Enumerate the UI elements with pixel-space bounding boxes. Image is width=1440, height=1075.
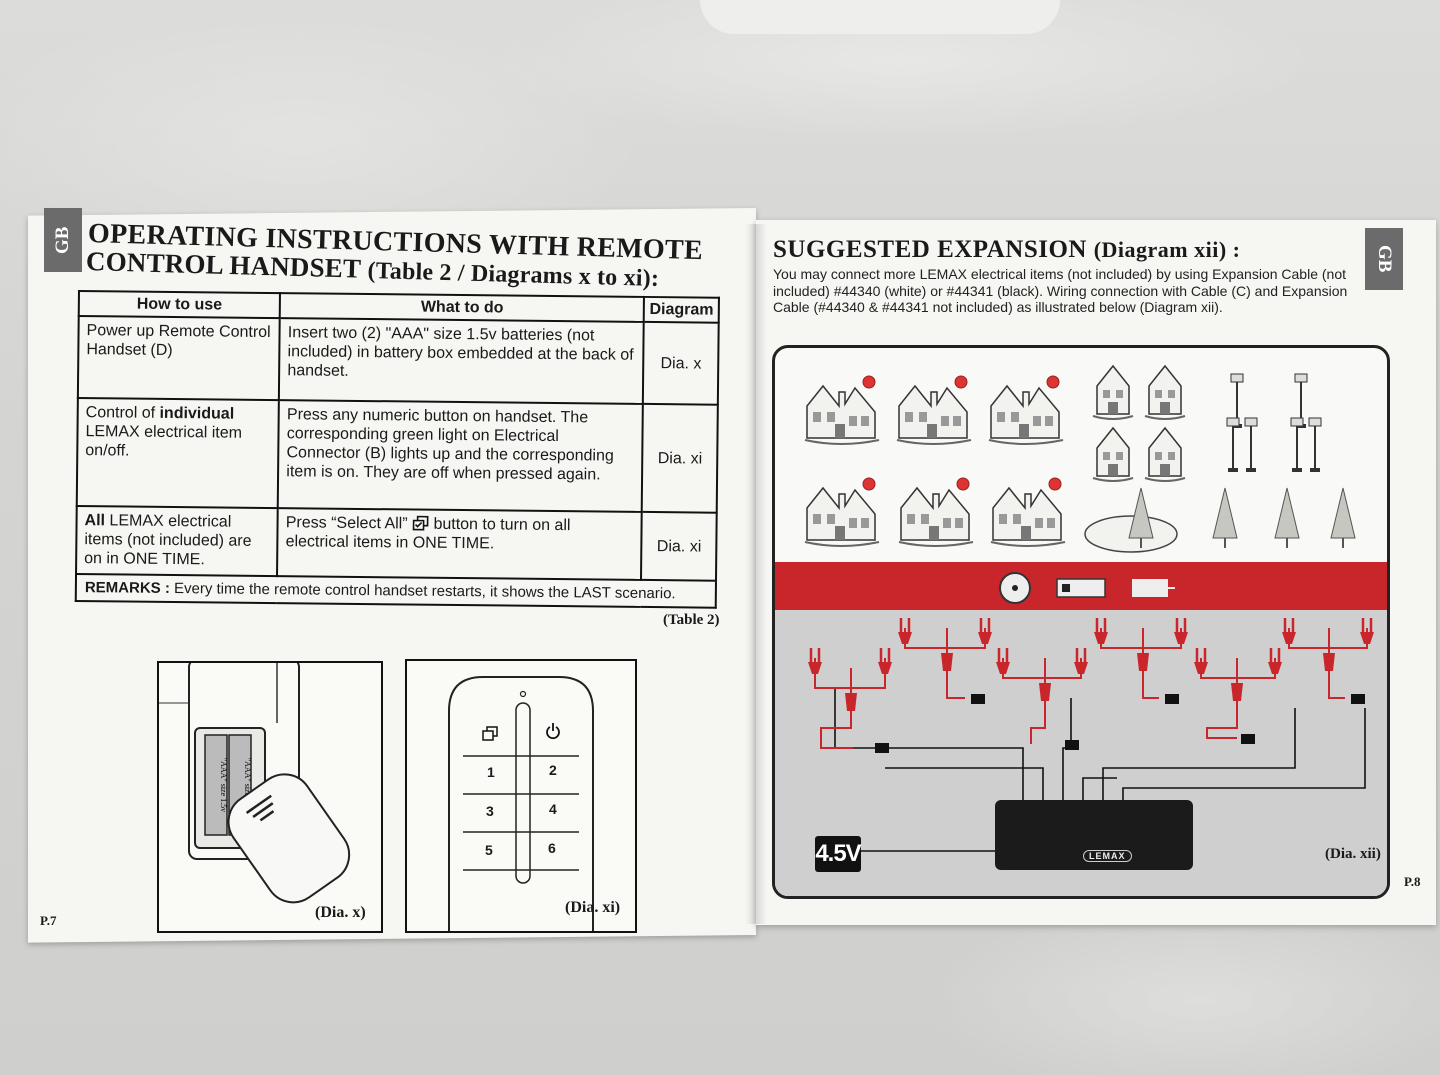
remarks-row: REMARKS : Every time the remote control … xyxy=(75,573,716,608)
cable-splitter xyxy=(1039,683,1051,701)
voltage-badge: 4.5V xyxy=(815,836,862,872)
christmas-tree xyxy=(1212,487,1238,549)
cable-splitter xyxy=(941,653,953,671)
cell-what: Insert two (2) "AAA" size 1.5v batteries… xyxy=(279,318,645,404)
wiring-lines xyxy=(834,688,1366,852)
village-small-house xyxy=(1144,427,1186,482)
gb-side-tab-left: GB xyxy=(44,208,82,272)
power-icon xyxy=(546,723,560,740)
cable-splitter xyxy=(1231,683,1243,701)
cell-how: Control of individual LEMAX electrical i… xyxy=(76,398,280,509)
battery-cover xyxy=(227,773,351,904)
expansion-drawing xyxy=(804,365,1376,852)
page-number-right: P.8 xyxy=(1404,874,1421,889)
electrical-connector-hub xyxy=(995,800,1193,870)
select-all-icon xyxy=(412,515,428,531)
connector-icon xyxy=(1056,578,1106,598)
right-heading-suffix: (Diagram xii) : xyxy=(1093,237,1241,262)
operations-table: How to use What to do Diagram Power up R… xyxy=(75,290,720,609)
diagram-xi: 1 2 3 4 5 6 (Dia. xi) xyxy=(405,659,637,933)
expansion-intro: You may connect more LEMAX electrical it… xyxy=(773,266,1348,315)
table-row: All LEMAX electrical items (not included… xyxy=(76,505,717,581)
cable-splitter xyxy=(1137,653,1149,671)
right-heading-main: SUGGESTED EXPANSION xyxy=(773,236,1087,263)
table-row: Control of individual LEMAX electrical i… xyxy=(76,398,718,513)
remote-front-drawing xyxy=(448,676,594,931)
village-house xyxy=(804,375,880,445)
battery-label-1: "AAA" size 1.5v xyxy=(219,758,228,812)
key-6[interactable]: 6 xyxy=(548,840,556,856)
table-caption: (Table 2) xyxy=(663,612,720,628)
cell-how-post: LEMAX electrical item on/off. xyxy=(85,423,243,460)
cell-how-post: LEMAX electrical items (not included) ar… xyxy=(84,512,252,569)
cell-dia: Dia. xi xyxy=(642,403,718,513)
remarks-label: REMARKS : xyxy=(84,579,170,597)
gb-side-tab-right: GB xyxy=(1365,228,1403,290)
cell-what-pre: Press “Select All” xyxy=(285,514,413,533)
col-header-diagram: Diagram xyxy=(644,296,719,323)
black-plugs xyxy=(875,694,1365,753)
remarks-cell: REMARKS : Every time the remote control … xyxy=(75,573,716,608)
cell-what: Press any numeric button on handset. The… xyxy=(277,400,644,512)
dia-x-caption: (Dia. x) xyxy=(315,904,366,921)
village-house xyxy=(896,375,972,445)
background-object xyxy=(700,0,1060,34)
village-small-house xyxy=(1144,365,1186,420)
book-gutter xyxy=(745,224,767,924)
expansion-cables xyxy=(814,628,1368,749)
right-heading: SUGGESTED EXPANSION (Diagram xii) : xyxy=(773,236,1241,264)
diagram-x: "AAA" size 1.5v "AAA" size 1.5v (Dia. x) xyxy=(157,661,383,933)
cell-how: All LEMAX electrical items (not included… xyxy=(76,505,278,577)
village-house xyxy=(988,375,1064,445)
cell-how-bold: All xyxy=(84,512,106,530)
dia-xii-caption: (Dia. xii) xyxy=(1325,846,1381,862)
cell-what: Press “Select All” button to turn on all… xyxy=(277,508,643,580)
cell-how-pre: Control of xyxy=(85,404,160,422)
street-lamp xyxy=(1290,417,1304,473)
street-lamp xyxy=(1226,417,1240,473)
col-header-what: What to do xyxy=(279,293,645,322)
cell-dia: Dia. xi xyxy=(641,511,717,581)
select-all-icon xyxy=(482,726,498,741)
key-2[interactable]: 2 xyxy=(549,762,557,778)
cell-dia: Dia. x xyxy=(643,321,719,405)
cable-splitter xyxy=(845,693,857,711)
hub-logo: LEMAX xyxy=(1083,850,1132,862)
village-small-house xyxy=(1092,427,1134,482)
diagram-xii: 4.5V LEMAX (Dia. xii) xyxy=(772,345,1390,899)
village-house xyxy=(898,477,974,547)
key-1[interactable]: 1 xyxy=(487,764,495,780)
key-3[interactable]: 3 xyxy=(486,803,494,819)
cable-splitter xyxy=(1323,653,1335,671)
battery-label-2: "AAA" size 1.5v xyxy=(243,758,252,812)
street-lamp xyxy=(1244,417,1258,473)
page-number-left: P.7 xyxy=(40,913,57,928)
plug-icon xyxy=(1132,579,1175,597)
village-house xyxy=(804,477,880,547)
remote-back-drawing: "AAA" size 1.5v "AAA" size 1.5v xyxy=(159,663,351,904)
cell-how: Power up Remote Control Handset (D) xyxy=(77,316,280,401)
street-lamp xyxy=(1308,417,1322,473)
key-4[interactable]: 4 xyxy=(549,801,557,817)
village-house xyxy=(990,477,1066,547)
left-heading-main: CONTROL HANDSET xyxy=(85,246,362,284)
table-row: Power up Remote Control Handset (D) Inse… xyxy=(77,316,719,405)
remarks-text: Every time the remote control handset re… xyxy=(173,580,676,603)
col-header-how: How to use xyxy=(78,291,281,319)
key-5[interactable]: 5 xyxy=(485,842,493,858)
village-small-house xyxy=(1092,365,1134,420)
dia-xi-caption: (Dia. xi) xyxy=(565,899,621,916)
snow-tree xyxy=(1330,487,1356,549)
snow-tree xyxy=(1274,487,1300,549)
cell-how-bold: individual xyxy=(159,404,235,423)
